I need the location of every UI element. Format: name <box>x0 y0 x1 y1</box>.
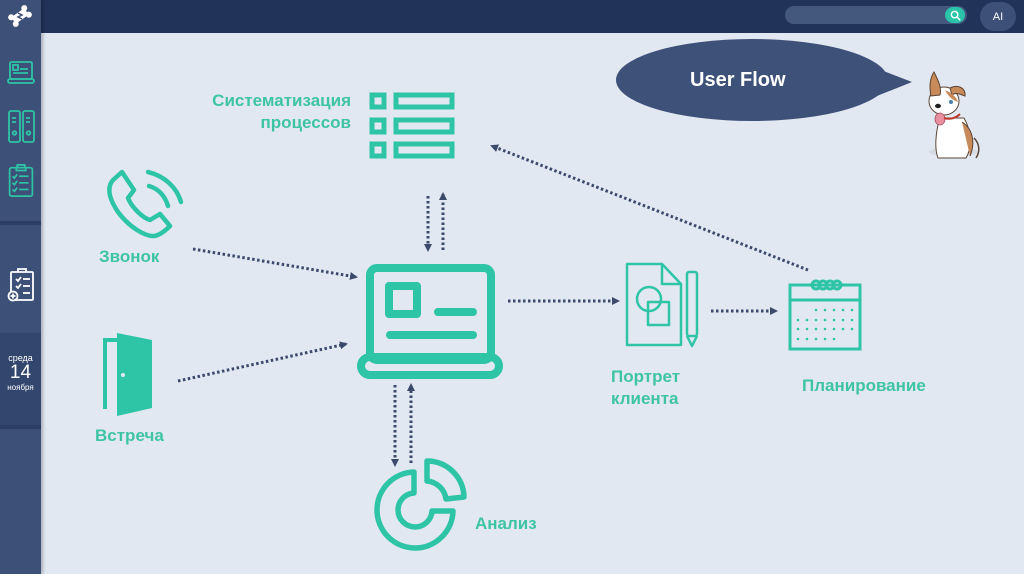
pie-chart-icon <box>374 458 467 551</box>
sidebar-divider <box>0 425 41 429</box>
document-pencil-icon <box>625 262 699 348</box>
checklist-clipboard-icon <box>8 163 34 197</box>
arrow-planning-to-systematization <box>490 144 809 272</box>
systematization-label: Систематизация процессов <box>199 90 351 134</box>
date-weekday: среда <box>8 353 33 363</box>
search-icon <box>950 10 960 20</box>
door-icon <box>103 333 152 416</box>
ai-button[interactable]: AI <box>980 2 1016 31</box>
calendar-icon <box>788 279 862 351</box>
date-month: ноября <box>7 383 34 392</box>
laptop-card-icon <box>7 61 35 84</box>
planning-label: Планирование <box>802 376 926 395</box>
call-label: Звонок <box>99 247 160 266</box>
arrow-meeting-to-center <box>177 341 348 383</box>
search-button[interactable] <box>945 7 965 23</box>
laptop-icon <box>357 264 503 379</box>
sidebar: среда 14 ноября <box>0 0 41 574</box>
meeting-label: Встреча <box>95 426 164 445</box>
sidebar-item-laptop[interactable] <box>6 56 36 92</box>
systematization-label-line2: процессов <box>260 113 351 132</box>
phone-icon <box>107 169 184 239</box>
dog-mascot <box>928 71 980 159</box>
portrait-label-line1: Портрет <box>611 367 681 386</box>
portrait-label-line2: клиента <box>611 389 679 408</box>
sidebar-item-clipboard-add[interactable] <box>6 267 36 303</box>
search-input[interactable] <box>785 6 967 24</box>
binders-icon <box>8 110 35 143</box>
sidebar-divider <box>0 221 41 225</box>
calendar-dots <box>796 308 854 341</box>
portrait-label: Портрет клиента <box>611 366 680 410</box>
date-widget: среда 14 ноября <box>0 333 41 425</box>
analysis-label: Анализ <box>475 514 537 533</box>
date-day: 14 <box>9 362 32 383</box>
arrow-call-to-center <box>192 247 358 280</box>
bubble-title: User Flow <box>690 69 786 91</box>
systematization-label-line1: Систематизация <box>212 91 351 110</box>
list-icon <box>369 92 455 159</box>
sidebar-item-checklist[interactable] <box>6 162 36 198</box>
puzzle-logo-icon[interactable] <box>6 3 34 29</box>
clipboard-add-icon <box>7 268 34 302</box>
sidebar-item-binders[interactable] <box>6 108 36 144</box>
speech-bubble <box>616 39 912 121</box>
